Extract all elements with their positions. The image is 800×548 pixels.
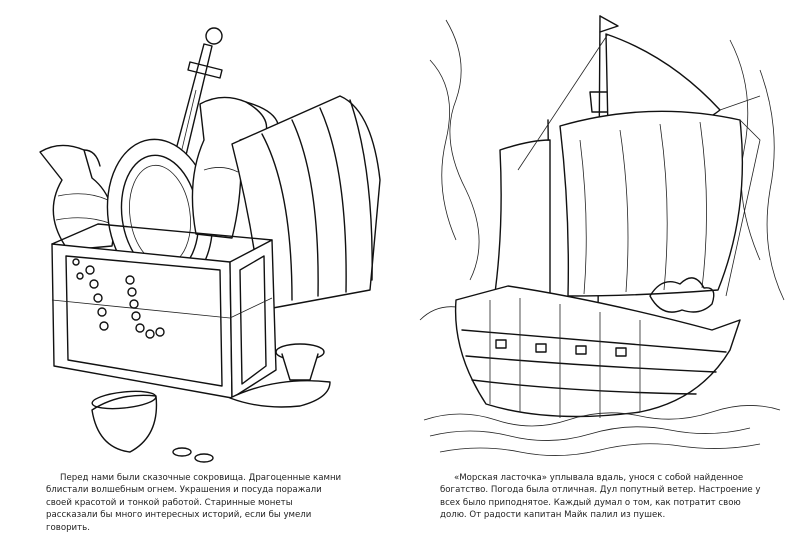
sails-drawing <box>493 33 761 301</box>
hull-drawing <box>454 285 741 418</box>
coins-drawing <box>172 447 214 463</box>
bowl-drawing <box>91 390 158 453</box>
right-caption-text: «Морская ласточка» уплывала вдаль, унося… <box>440 473 761 521</box>
right-page-caption: «Морская ласточка» уплывала вдаль, унося… <box>440 472 770 522</box>
sailing-ship-illustration <box>419 15 785 456</box>
cannon-smoke-drawing <box>649 277 715 313</box>
left-page-caption: Перед нами были сказочные сокровища. Дра… <box>46 472 346 534</box>
left-caption-text: Перед нами были сказочные сокровища. Дра… <box>46 473 342 533</box>
candlestick-drawing <box>229 343 331 408</box>
jug-drawing <box>39 144 115 251</box>
treasure-chest-illustration <box>39 27 381 463</box>
right-page: «Морская ласточка» уплывала вдаль, унося… <box>400 0 800 548</box>
left-page: Перед нами были сказочные сокровища. Дра… <box>39 27 381 534</box>
waves-drawing <box>423 405 781 456</box>
necklace-drawing <box>72 258 165 339</box>
